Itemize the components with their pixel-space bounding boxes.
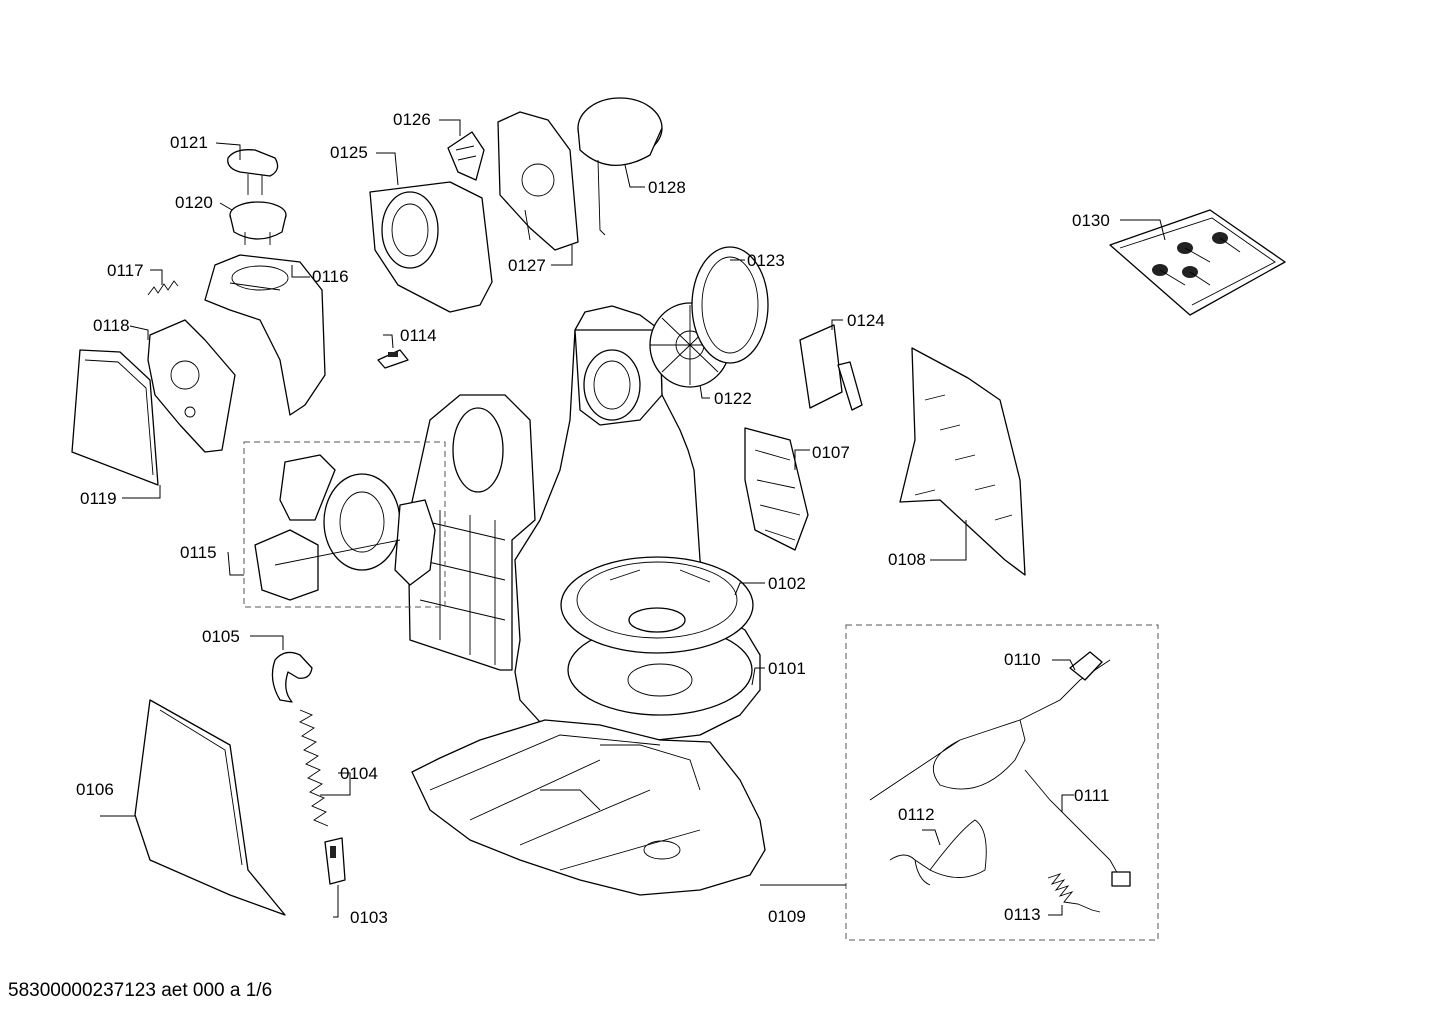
part-0114-clip xyxy=(377,349,409,369)
label-0122: 0122 xyxy=(714,389,752,408)
part-0127-motor-frame xyxy=(497,111,579,251)
part-0115-motor-bearing-group xyxy=(243,441,446,608)
part-0121-knob xyxy=(227,149,279,195)
label-0114: 0114 xyxy=(400,326,437,345)
label-0126: 0126 xyxy=(393,110,431,129)
label-0123: 0123 xyxy=(747,251,785,270)
label-0113: 0113 xyxy=(1004,905,1041,924)
part-0108-back-panel xyxy=(899,347,1026,576)
label-0112: 0112 xyxy=(898,805,935,824)
label-0118: 0118 xyxy=(93,316,130,335)
part-0119-side-panel xyxy=(71,349,159,486)
part-number-labels: 0121 0120 0117 0116 0118 0119 0115 0125 … xyxy=(76,110,1110,927)
part-0123-ring xyxy=(691,246,769,364)
label-0105: 0105 xyxy=(202,627,240,646)
part-0126-vent-piece xyxy=(447,131,485,181)
part-0130-screw-bag xyxy=(1109,209,1286,316)
label-0117: 0117 xyxy=(107,261,144,280)
label-0110: 0110 xyxy=(1004,650,1041,669)
part-0125-motor-shroud xyxy=(369,181,493,313)
label-0127: 0127 xyxy=(508,256,546,275)
part-0102-bowl-plate xyxy=(560,556,754,654)
label-0103: 0103 xyxy=(350,908,388,927)
part-0117-spring xyxy=(147,280,179,296)
part-0118-bracket xyxy=(147,319,236,453)
label-0116: 0116 xyxy=(312,267,349,286)
label-0120: 0120 xyxy=(175,193,213,212)
label-0109: 0109 xyxy=(768,907,806,926)
label-0121: 0121 xyxy=(170,133,208,152)
label-0115: 0115 xyxy=(180,543,217,562)
label-0111: 0111 xyxy=(1074,786,1109,805)
part-0104-spring xyxy=(299,709,329,827)
label-0108: 0108 xyxy=(888,550,926,569)
label-0130: 0130 xyxy=(1072,211,1110,230)
label-0101: 0101 xyxy=(768,659,806,678)
label-0128: 0128 xyxy=(648,178,686,197)
document-footer-id: 58300000237123 aet 000 a 1/6 xyxy=(8,980,273,1001)
part-0120-cap-cup xyxy=(229,201,287,245)
label-0106: 0106 xyxy=(76,780,114,799)
part-0124-display-module xyxy=(799,324,863,411)
part-0107-circuit-board xyxy=(744,427,809,551)
part-0110-0113-cable-group xyxy=(845,624,1159,941)
label-0119: 0119 xyxy=(80,489,117,508)
label-0125: 0125 xyxy=(330,143,368,162)
leader-lines xyxy=(100,119,1166,918)
part-0105-clamp xyxy=(271,651,313,703)
part-0103-pin xyxy=(324,837,346,885)
label-0107: 0107 xyxy=(812,443,850,462)
part-0106-front-panel xyxy=(134,699,286,916)
label-0102: 0102 xyxy=(768,574,806,593)
label-0104: 0104 xyxy=(340,764,378,783)
label-0124: 0124 xyxy=(847,311,885,330)
part-0128-motor xyxy=(577,97,663,236)
part-0109-base xyxy=(411,719,766,896)
part-0116-top-cover xyxy=(204,254,326,416)
